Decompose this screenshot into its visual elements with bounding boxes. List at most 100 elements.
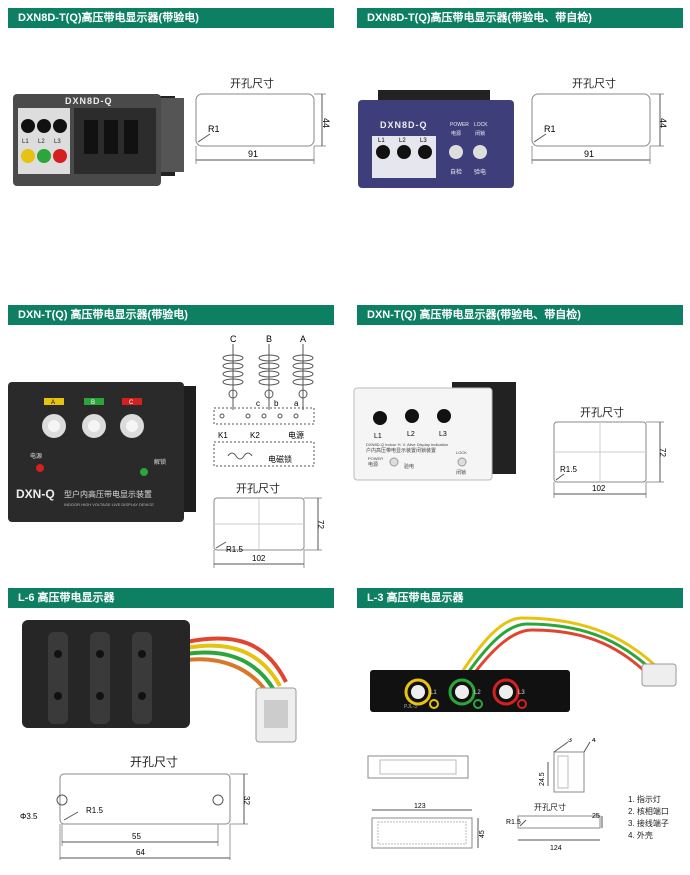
section-2-lock-cn: 闭锁 (475, 130, 485, 137)
section-5-outer-width: 64 (136, 848, 145, 857)
section-3-title: DXN-T(Q) 高压带电显示器(带验电) (8, 305, 334, 325)
section-1-device-label: DXN8D-Q (65, 96, 113, 106)
section-4-port-2: L2 (407, 431, 415, 438)
section-4-title: DXN-T(Q) 高压带电显示器(带验电、带自检) (357, 305, 683, 325)
section-3-sch-a: A (300, 334, 306, 344)
section-6-drawings: 123 45 3 4 24.5 R1.5 124 25 (367, 738, 603, 852)
section-3-tag-a: A (51, 400, 55, 406)
section-1-title: DXN8D-T(Q)高压带电显示器(带验电) (8, 8, 334, 28)
section-5-cutout-title: 开孔尺寸 (130, 755, 179, 769)
section-3-device-photo: A B C 电源 解锁 DXN-Q 型户内高压带电显示装置 INDOOR HIG… (8, 382, 196, 522)
section-4-test: 验电 (404, 463, 414, 470)
section-6-port-3: L3 (518, 690, 525, 696)
section-1-device-photo: DXN8D-Q L1 L2 L3 (13, 94, 184, 186)
section-6-device-photo: L1 L2 L3 PJL-3 (370, 616, 677, 712)
section-3-width: 102 (252, 554, 266, 563)
section-3-sch-node-b: b (274, 399, 279, 408)
section-2-power: POWER (450, 122, 469, 128)
section-2-port-3: L3 (420, 138, 427, 144)
section-3-height: 72 (316, 520, 325, 529)
section-3-power: 电源 (30, 452, 42, 460)
section-1-port-3: L3 (54, 139, 61, 145)
section-2-cutout-drawing: R1 91 44 (531, 93, 668, 164)
legend-item-2: 2. 核相端口 (628, 807, 669, 816)
legend-item-4: 4. 外壳 (628, 831, 653, 840)
section-3-radius: R1.5 (226, 545, 243, 554)
section-3-device-label: DXN-Q (16, 487, 55, 501)
section-6-radius: R1.5 (506, 819, 521, 826)
section-3-sch-power: 电源 (288, 430, 304, 440)
section-4-cutout-title: 开孔尺寸 (580, 407, 624, 419)
section-6-cutout-title: 开孔尺寸 (534, 803, 566, 812)
section-3-cutout-title: 开孔尺寸 (236, 483, 280, 495)
section-2-port-1: L1 (378, 138, 385, 144)
section-5-device-photo (22, 620, 297, 743)
section-4-cutout-drawing: R1.5 102 72 (553, 421, 667, 498)
section-2-lock: LOCK (474, 122, 488, 128)
section-5-inner-width: 55 (132, 832, 141, 841)
section-3-sch-lock: 电磁锁 (268, 454, 292, 464)
legend-item-1: 1. 指示灯 (628, 795, 661, 804)
section-1-radius: R1 (208, 124, 220, 134)
section-5-radius: R1.5 (86, 806, 103, 815)
section-6-dim-len: 123 (414, 803, 426, 810)
section-3-tag-c: C (129, 400, 134, 406)
section-3-tag-b: B (91, 400, 95, 406)
section-6-legend: 1. 指示灯 2. 核相端口 3. 接线端子 4. 外壳 (628, 794, 669, 842)
section-4-port-1: L1 (374, 433, 382, 440)
section-6-callout-4: 4 (592, 738, 596, 744)
section-2-power-cn: 电源 (451, 130, 461, 137)
section-2-radius: R1 (544, 124, 556, 134)
section-1-port-1: L1 (22, 139, 29, 145)
section-2-device-photo: DXN8D-Q POWER LOCK 电源 闭锁 L1 L2 L3 自检 验电 (358, 90, 514, 188)
section-4-port-3: L3 (439, 431, 447, 438)
section-4-width: 102 (592, 484, 606, 493)
section-6-device-label: PJL-3 (404, 704, 417, 710)
section-2-device-label: DXN8D-Q (380, 120, 428, 130)
section-4-power-cn: 电源 (368, 461, 378, 468)
section-4-lock-cn: 闭锁 (456, 469, 466, 476)
section-3-sch-b: B (266, 334, 272, 344)
section-2-selftest: 自检 (450, 168, 462, 176)
section-6-height: 25 (592, 813, 600, 820)
section-5-hole: Φ3.5 (20, 812, 38, 821)
section-1-width: 91 (248, 149, 258, 159)
section-3-device-subtitle: 型户内高压带电显示装置 (64, 489, 152, 499)
section-5-title: L-6 高压带电显示器 (8, 588, 334, 608)
section-4-power: POWER (368, 456, 383, 461)
section-2-cutout-title: 开孔尺寸 (572, 78, 616, 90)
section-4-caption-cn: 户内高压带电显示装置闭锁装置 (366, 447, 436, 454)
section-6-port-1: L1 (430, 690, 437, 696)
section-2-port-2: L2 (399, 138, 406, 144)
section-4-caption-en: DXN8D-Q Indoor H. V. Alive Display Indic… (366, 442, 448, 447)
section-3-device-subtitle-en: INDOOR HIGH VOLTAGE LIVE DISPLAY DEVICE (64, 502, 154, 507)
section-2-height: 44 (658, 118, 668, 128)
section-6-width: 124 (550, 845, 562, 852)
section-6-callout-3: 3 (568, 738, 572, 744)
section-3-sch-k2: K2 (250, 431, 260, 440)
section-1-cutout-title: 开孔尺寸 (230, 78, 274, 90)
section-6-title: L-3 高压带电显示器 (357, 588, 683, 608)
section-3-sch-node-a: a (294, 399, 299, 408)
section-4-device-photo: L1 L2 L3 DXN8D-Q Indoor H. V. Alive Disp… (353, 382, 516, 481)
section-4-height: 72 (658, 448, 667, 457)
section-6-port-2: L2 (474, 690, 481, 696)
section-2-test: 验电 (474, 168, 486, 176)
section-3-sch-c: C (230, 334, 237, 344)
section-5-height: 32 (242, 796, 251, 805)
section-3-schematic: C B A c b a K1 K2 电源 电磁锁 (213, 334, 315, 467)
section-1-port-2: L2 (38, 139, 45, 145)
section-1-cutout-drawing: R1 91 44 (195, 93, 331, 164)
section-3-lock: 解锁 (154, 458, 166, 466)
section-6-dim-depth: 45 (479, 830, 486, 838)
section-4-radius: R1.5 (560, 465, 577, 474)
section-3-sch-node-c: c (256, 399, 260, 408)
section-1-height: 44 (321, 118, 331, 128)
section-2-title: DXN8D-T(Q)高压带电显示器(带验电、带自检) (357, 8, 683, 28)
section-3-cutout-drawing: R1.5 102 72 (213, 497, 325, 568)
legend-item-3: 3. 接线端子 (628, 819, 669, 828)
section-2-width: 91 (584, 149, 594, 159)
section-4-lock: LOCK (456, 450, 467, 455)
section-6-dim-side: 24.5 (539, 772, 546, 786)
section-5-cutout-drawing: Φ3.5 R1.5 55 64 32 (20, 773, 251, 860)
